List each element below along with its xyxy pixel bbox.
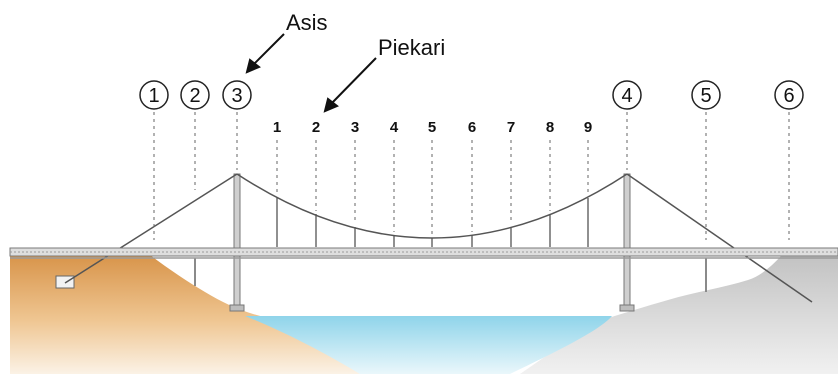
hanger-guide-lines <box>276 140 589 235</box>
hanger-label-2: 2 <box>312 119 320 136</box>
hanger-label-4: 4 <box>390 119 399 136</box>
left-anchor-block <box>55 275 75 289</box>
approach-piers <box>194 258 707 292</box>
hanger-label-5: 5 <box>428 119 436 136</box>
right-riverbank <box>520 255 838 374</box>
support-guide-lines <box>153 112 790 240</box>
right-tower <box>619 173 635 312</box>
hanger-label-6: 6 <box>468 119 476 136</box>
support-label-6: 6 <box>783 85 794 107</box>
support-label-5: 5 <box>700 85 711 107</box>
hanger-label-9: 9 <box>584 119 592 136</box>
support-label-4: 4 <box>621 85 632 107</box>
hangers <box>276 197 589 247</box>
support-label-3: 3 <box>231 85 242 107</box>
support-markers <box>139 80 804 110</box>
left-riverbank <box>10 255 360 374</box>
support-label-1: 1 <box>148 85 159 107</box>
asis-arrow <box>245 33 285 74</box>
bridge-deck <box>9 247 838 259</box>
hanger-label-3: 3 <box>351 119 359 136</box>
callout-asis: Asis <box>286 10 328 35</box>
hanger-label-1: 1 <box>273 119 281 136</box>
hanger-label-8: 8 <box>546 119 554 136</box>
callout-piekari: Piekari <box>378 35 445 60</box>
support-label-2: 2 <box>189 85 200 107</box>
hanger-label-7: 7 <box>507 119 515 136</box>
river-water <box>245 316 612 374</box>
piekari-arrow <box>323 57 377 113</box>
left-tower <box>229 173 245 312</box>
